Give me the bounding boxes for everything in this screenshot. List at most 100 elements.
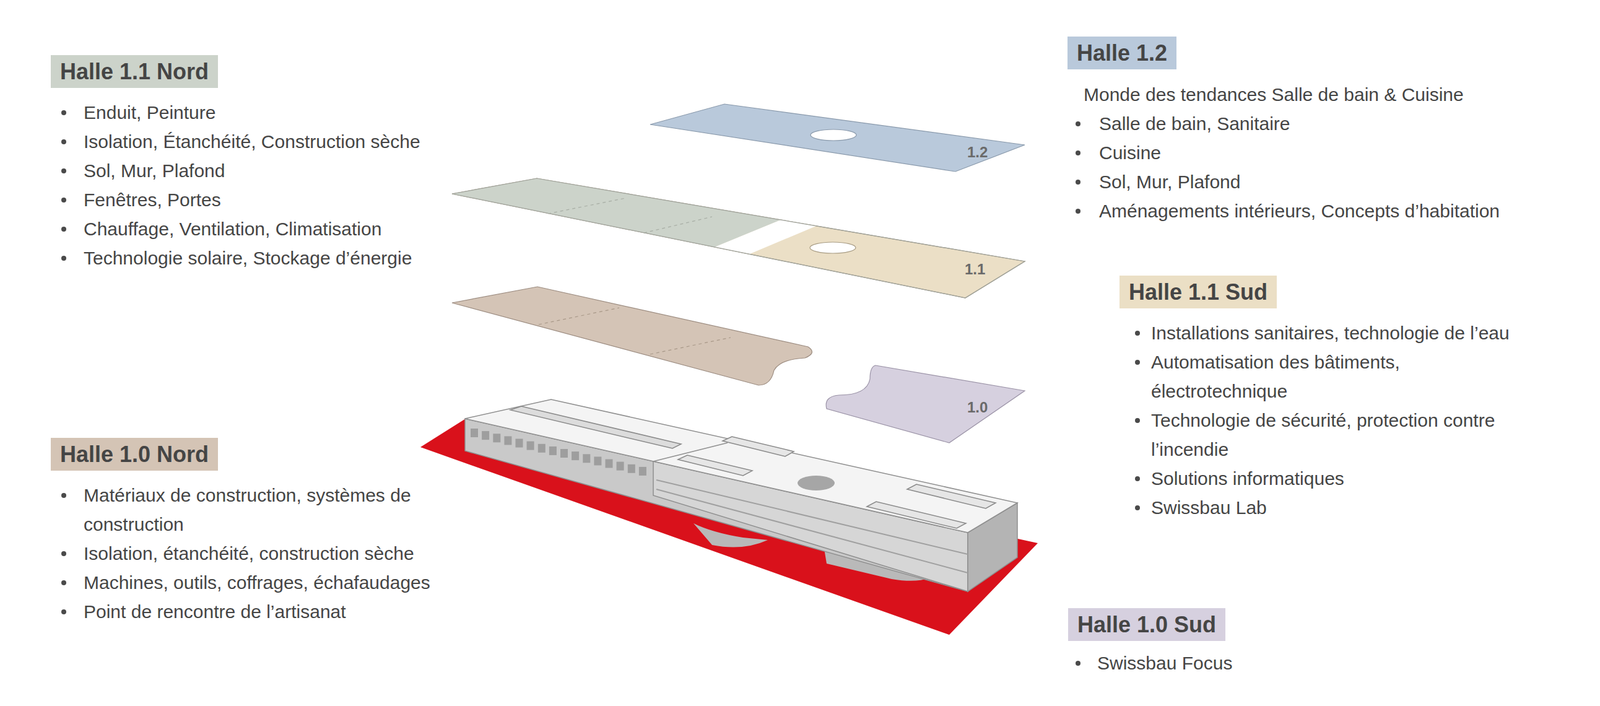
bullet-text: Machines, outils, coffrages, échafaudage… (83, 567, 443, 597)
bullet-text: Matériaux de construction, systèmes de c… (83, 480, 443, 539)
window (605, 459, 614, 469)
list-item: Point de rencontre de l’artisanat (50, 596, 443, 627)
floor-plate-1-1-nord (452, 178, 781, 248)
list-item: Salle de bain, Sanitaire (1067, 108, 1500, 139)
floor-plate-1-2 (650, 104, 1025, 172)
window (560, 448, 568, 458)
bullet-dot (61, 255, 67, 261)
bullet-text: Sol, Mur, Plafond (1099, 167, 1500, 197)
bullet-dot (61, 226, 67, 232)
bullet-dot (1134, 359, 1140, 365)
subtitle: Monde des tendances Salle de bain & Cuis… (1083, 79, 1500, 109)
hall-section: Halle 1.1 SudInstallations sanitaires, t… (1119, 275, 1511, 522)
floor-number: 1.0 (967, 398, 988, 417)
zone-line (538, 307, 620, 325)
bullet-dot (1075, 208, 1081, 214)
roof-box (866, 501, 966, 529)
bullet-dot (1134, 330, 1140, 336)
roof-box (722, 436, 794, 457)
window (538, 443, 546, 453)
bullet-text: Salle de bain, Sanitaire (1099, 108, 1500, 139)
window (549, 446, 557, 456)
item-list: Enduit, PeintureIsolation, Étanchéité, C… (50, 97, 421, 273)
hall-section: Halle 1.1 NordEnduit, PeintureIsolation,… (50, 55, 421, 273)
list-item: Machines, outils, coffrages, échafaudage… (50, 567, 443, 597)
bullet-dot (1134, 476, 1140, 482)
list-item: Technologie solaire, Stockage d’énergie (50, 243, 421, 273)
bullet-text: Solutions informatiques (1151, 463, 1511, 493)
hall-section: Halle 1.0 NordMatériaux de construction,… (50, 437, 443, 627)
list-item: Solutions informatiques (1119, 463, 1511, 493)
list-item: Swissbau Focus (1068, 648, 1233, 678)
list-item: Aménagements intérieurs, Concepts d’habi… (1067, 196, 1500, 226)
bullet-text: Fenêtres, Portes (83, 185, 421, 215)
zone-line (650, 337, 731, 355)
floor-plate-gap (714, 219, 817, 254)
window (470, 428, 479, 438)
bullet-dot (1134, 505, 1140, 511)
bullet-text: Sol, Mur, Plafond (83, 156, 421, 186)
bullet-dot (61, 168, 67, 174)
list-item: Isolation, étanchéité, construction sèch… (50, 538, 443, 568)
bullet-text: Swissbau Lab (1151, 492, 1511, 522)
list-item: Enduit, Peinture (50, 97, 421, 127)
list-item: Sol, Mur, Plafond (1067, 167, 1500, 197)
list-item: Automatisation des bâtiments, électrotec… (1119, 347, 1511, 406)
list-item: Fenêtres, Portes (50, 185, 421, 215)
floor-number: 1.1 (964, 260, 986, 279)
floor-plate-1-1 (452, 178, 1025, 298)
zone-line (547, 198, 626, 214)
window (616, 461, 625, 471)
bullet-dot (61, 551, 67, 557)
window (571, 451, 579, 461)
bullet-text: Enduit, Peinture (83, 97, 421, 127)
window (492, 433, 501, 443)
item-list: Installations sanitaires, technologie de… (1119, 318, 1511, 522)
roof-box (678, 455, 753, 476)
bullet-dot (1134, 417, 1140, 423)
list-item: Sol, Mur, Plafond (50, 156, 421, 186)
floor-number: 1.2 (967, 143, 988, 161)
bullet-text: Point de rencontre de l’artisanat (83, 596, 443, 627)
zone-line (643, 216, 713, 233)
floor-plate-1-0-nord (452, 286, 812, 386)
roof-opening (797, 475, 835, 491)
floor-plate-1-0-sud (826, 365, 1025, 443)
hall-section: Halle 1.2Monde des tendances Salle de ba… (1067, 36, 1501, 226)
bullet-dot (61, 110, 67, 116)
list-item: Installations sanitaires, technologie de… (1119, 318, 1511, 348)
list-item: Matériaux de construction, systèmes de c… (50, 480, 443, 539)
hall-heading: Halle 1.2 (1067, 36, 1177, 70)
bullet-dot (1075, 179, 1081, 185)
bullet-text: Technologie de sécurité, protection cont… (1151, 405, 1511, 464)
list-item: Technologie de sécurité, protection cont… (1119, 405, 1511, 464)
hall-section: Halle 1.0 SudSwissbau Focus (1068, 608, 1233, 678)
window (639, 466, 647, 476)
window (627, 464, 636, 474)
window (504, 435, 512, 445)
bullet-text: Technologie solaire, Stockage d’énergie (83, 243, 421, 273)
hall-heading: Halle 1.0 Sud (1068, 608, 1226, 641)
bullet-dot (61, 580, 67, 586)
window (481, 430, 490, 440)
bullet-dot (61, 609, 67, 615)
roof-box (907, 484, 996, 509)
bullet-dot (61, 197, 67, 203)
window (526, 441, 535, 451)
floor-plate-outline (452, 178, 1025, 298)
hall-heading: Halle 1.1 Sud (1119, 275, 1277, 309)
list-item: Swissbau Lab (1119, 492, 1511, 522)
bullet-dot (61, 139, 67, 145)
item-list: Matériaux de construction, systèmes de c… (50, 480, 443, 627)
list-item: Chauffage, Ventilation, Climatisation (50, 214, 421, 244)
bullet-dot (1075, 150, 1081, 156)
bullet-text: Automatisation des bâtiments, électrotec… (1151, 347, 1511, 406)
bullet-dot (1075, 660, 1081, 666)
roof-strip (510, 406, 682, 449)
window (582, 453, 591, 463)
bullet-text: Chauffage, Ventilation, Climatisation (83, 214, 421, 244)
window (593, 456, 602, 466)
bullet-text: Isolation, étanchéité, construction sèch… (83, 538, 443, 568)
bullet-text: Isolation, Étanchéité, Construction sèch… (83, 126, 421, 157)
bullet-text: Installations sanitaires, technologie de… (1151, 318, 1511, 348)
